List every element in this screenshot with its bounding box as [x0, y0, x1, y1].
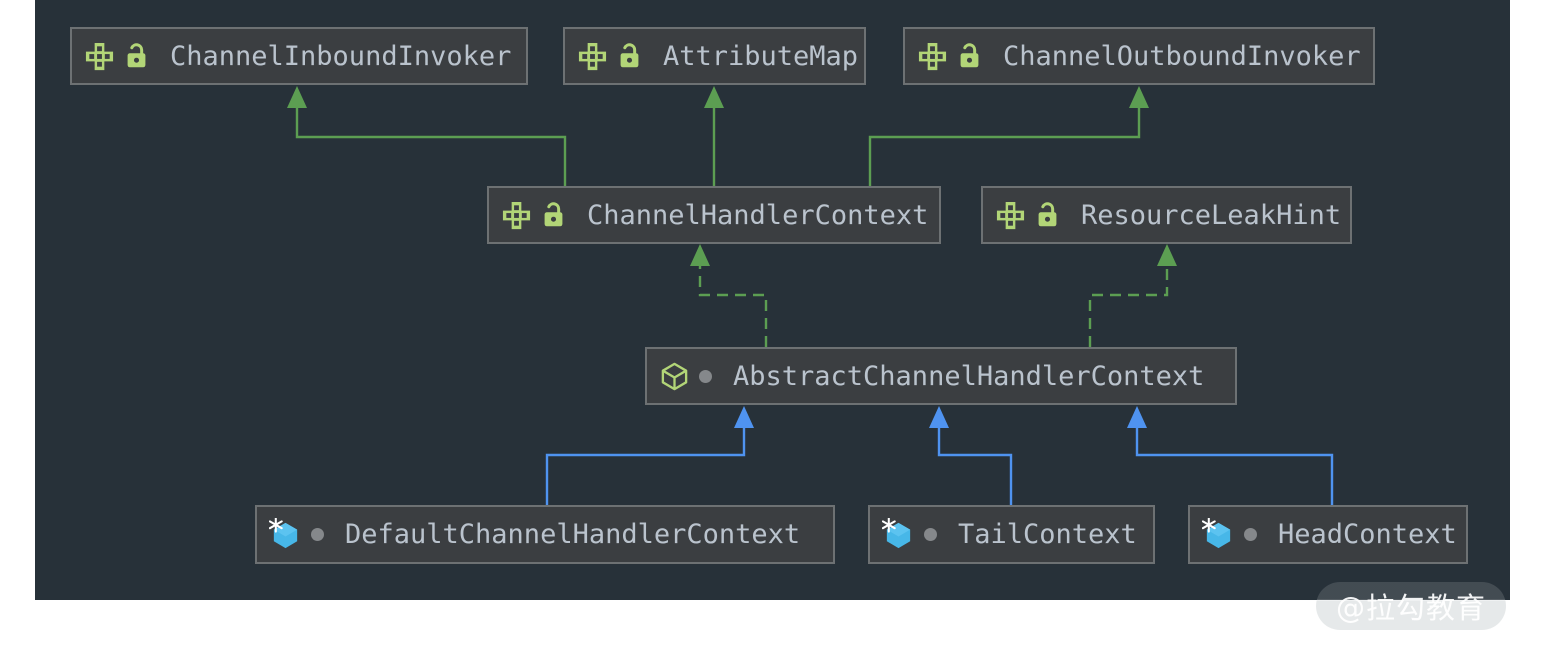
package-private-icon [699, 369, 712, 383]
class-node-TailContext[interactable]: TailContext [868, 505, 1155, 564]
abstract-class-icon [661, 362, 688, 390]
lock-icon [127, 43, 146, 68]
lock-icon [1038, 202, 1057, 227]
class-name-label: TailContext [958, 519, 1137, 550]
interface-icon [85, 42, 114, 70]
class-node-ChannelHandlerContext[interactable]: ChannelHandlerContext [487, 186, 941, 244]
class-node-ResourceLeakHint[interactable]: ResourceLeakHint [981, 186, 1352, 244]
package-private-icon [924, 528, 937, 541]
watermark-pill [1316, 582, 1506, 630]
watermark: @拉勾教育 [1316, 582, 1506, 630]
class-node-ChannelInboundInvoker[interactable]: ChannelInboundInvoker [70, 27, 528, 85]
final-class-icon [269, 518, 298, 549]
class-name-label: ChannelInboundInvoker [170, 40, 512, 72]
interface-icon [996, 201, 1025, 229]
package-private-icon [311, 528, 324, 541]
watermark-text: @拉勾教育 [1335, 591, 1486, 625]
class-node-HeadContext[interactable]: HeadContext [1188, 505, 1468, 564]
interface-icon [578, 42, 607, 70]
class-node-ChannelOutboundInvoker[interactable]: ChannelOutboundInvoker [903, 27, 1375, 85]
package-private-icon [1244, 528, 1257, 541]
class-node-DefaultChannelHandlerContext[interactable]: DefaultChannelHandlerContext [255, 505, 835, 564]
class-name-label: AbstractChannelHandlerContext [733, 360, 1205, 392]
interface-icon [918, 42, 947, 70]
class-node-AttributeMap[interactable]: AttributeMap [563, 27, 866, 85]
interface-icon [502, 201, 531, 229]
class-name-label: ChannelOutboundInvoker [1003, 40, 1361, 72]
lock-icon [960, 43, 979, 68]
class-name-label: ChannelHandlerContext [587, 199, 929, 231]
class-name-label: AttributeMap [663, 40, 859, 72]
final-class-icon [1202, 518, 1231, 549]
final-class-icon [882, 518, 911, 549]
class-node-AbstractChannelHandlerContext[interactable]: AbstractChannelHandlerContext [645, 347, 1237, 405]
lock-icon [544, 202, 563, 227]
lock-icon [620, 43, 639, 68]
class-name-label: ResourceLeakHint [1081, 199, 1342, 231]
class-name-label: HeadContext [1278, 519, 1457, 550]
class-name-label: DefaultChannelHandlerContext [345, 519, 801, 550]
